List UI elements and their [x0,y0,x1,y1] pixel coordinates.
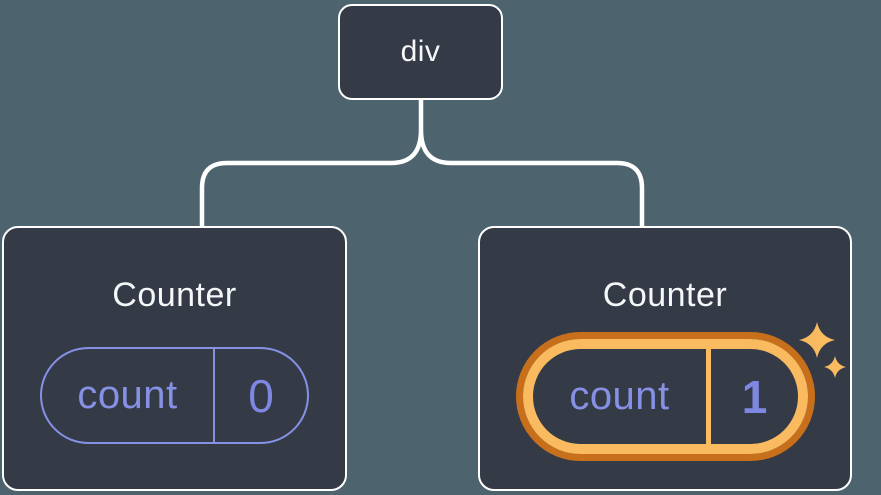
root-node-label: div [400,35,441,68]
state-highlight-ring: count 1 [516,332,815,461]
state-pill: count 0 [40,347,309,444]
state-value-cell: 1 [711,349,798,444]
state-value: 1 [741,370,768,423]
connector-path [199,92,645,231]
component-title: Counter [112,276,237,314]
state-label-cell: count [533,349,711,444]
sparkles-icon [799,322,846,378]
sparkle-small [824,356,846,378]
state-label-cell: count [42,349,215,442]
sparkle-large [799,322,835,358]
state-pill: count 1 [523,339,808,454]
tree-node-div: div [338,4,503,100]
component-title: Counter [602,276,728,314]
state-value: 0 [248,369,274,422]
tree-node-counter-right: Counter count 1 [478,226,852,491]
state-value-cell: 0 [215,349,307,442]
state-label: count [77,373,178,417]
tree-node-counter-left: Counter count 0 [2,226,347,491]
state-label: count [569,374,670,418]
